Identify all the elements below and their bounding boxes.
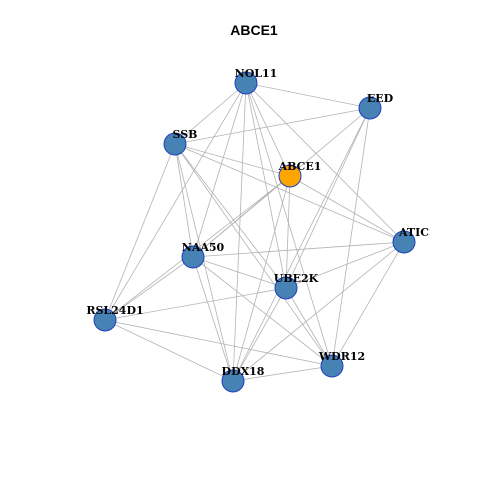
edge-naa50-ddx18: [192, 256, 234, 382]
edge-ube2k-wdr12: [285, 287, 333, 367]
node-label-rsl24d1: RSL24D1: [86, 304, 143, 317]
edge-nol11-abce1: [245, 82, 291, 177]
node-atic: [392, 230, 416, 254]
node-label-atic: ATIC: [398, 226, 429, 239]
edge-nol11-atic: [245, 82, 405, 243]
node-label-abce1: ABCE1: [278, 160, 322, 173]
edge-ssb-naa50: [174, 143, 194, 258]
edge-nol11-ddx18: [232, 82, 247, 382]
edge-ssb-wdr12: [174, 143, 333, 367]
edge-abce1-naa50: [192, 175, 291, 258]
edge-naa50-rsl24d1: [104, 256, 194, 321]
edge-nol11-eed: [245, 82, 371, 109]
edge-wdr12-ddx18: [232, 365, 333, 382]
node-label-naa50: NAA50: [182, 241, 225, 254]
edge-ssb-abce1: [174, 143, 291, 177]
edge-atic-ddx18: [232, 241, 405, 382]
edge-abce1-atic: [289, 175, 405, 243]
edge-ssb-ddx18: [174, 143, 234, 382]
edge-ube2k-ddx18: [232, 287, 287, 382]
edge-layer: [104, 82, 405, 382]
edge-nol11-rsl24d1: [104, 82, 247, 321]
node-wdr12: [320, 354, 344, 378]
node-abce1: [278, 164, 302, 188]
node-label-ube2k: UBE2K: [274, 272, 319, 285]
edge-atic-wdr12: [331, 241, 405, 367]
edge-abce1-ube2k: [285, 175, 291, 289]
node-rsl24d1: [93, 308, 117, 332]
diagram-title: ABCE1: [230, 22, 278, 38]
edge-eed-ssb: [174, 107, 371, 145]
edge-atic-ube2k: [285, 241, 405, 289]
edge-naa50-wdr12: [192, 256, 333, 367]
edge-ssb-rsl24d1: [104, 143, 176, 321]
edge-atic-naa50: [192, 241, 405, 258]
edge-nol11-naa50: [192, 82, 247, 258]
edge-ube2k-rsl24d1: [104, 287, 287, 321]
edge-naa50-ube2k: [192, 256, 287, 289]
edge-abce1-ddx18: [232, 175, 291, 382]
node-naa50: [181, 245, 205, 269]
node-ube2k: [274, 276, 298, 300]
edge-eed-wdr12: [331, 107, 371, 367]
node-nol11: [234, 71, 258, 95]
node-eed: [358, 96, 382, 120]
edge-eed-ddx18: [232, 107, 371, 382]
edge-nol11-wdr12: [245, 82, 333, 367]
edge-nol11-ssb: [174, 82, 247, 145]
node-label-eed: EED: [367, 92, 394, 105]
edge-ssb-ube2k: [174, 143, 287, 289]
edge-nol11-ube2k: [245, 82, 287, 289]
edge-rsl24d1-wdr12: [104, 319, 333, 367]
node-label-ddx18: DDX18: [222, 365, 265, 378]
node-ddx18: [221, 369, 245, 393]
edge-rsl24d1-ddx18: [104, 319, 234, 382]
node-label-nol11: NOL11: [235, 67, 278, 80]
node-label-wdr12: WDR12: [318, 350, 365, 363]
node-label-ssb: SSB: [173, 128, 198, 141]
node-ssb: [163, 132, 187, 156]
node-layer: [93, 71, 416, 393]
